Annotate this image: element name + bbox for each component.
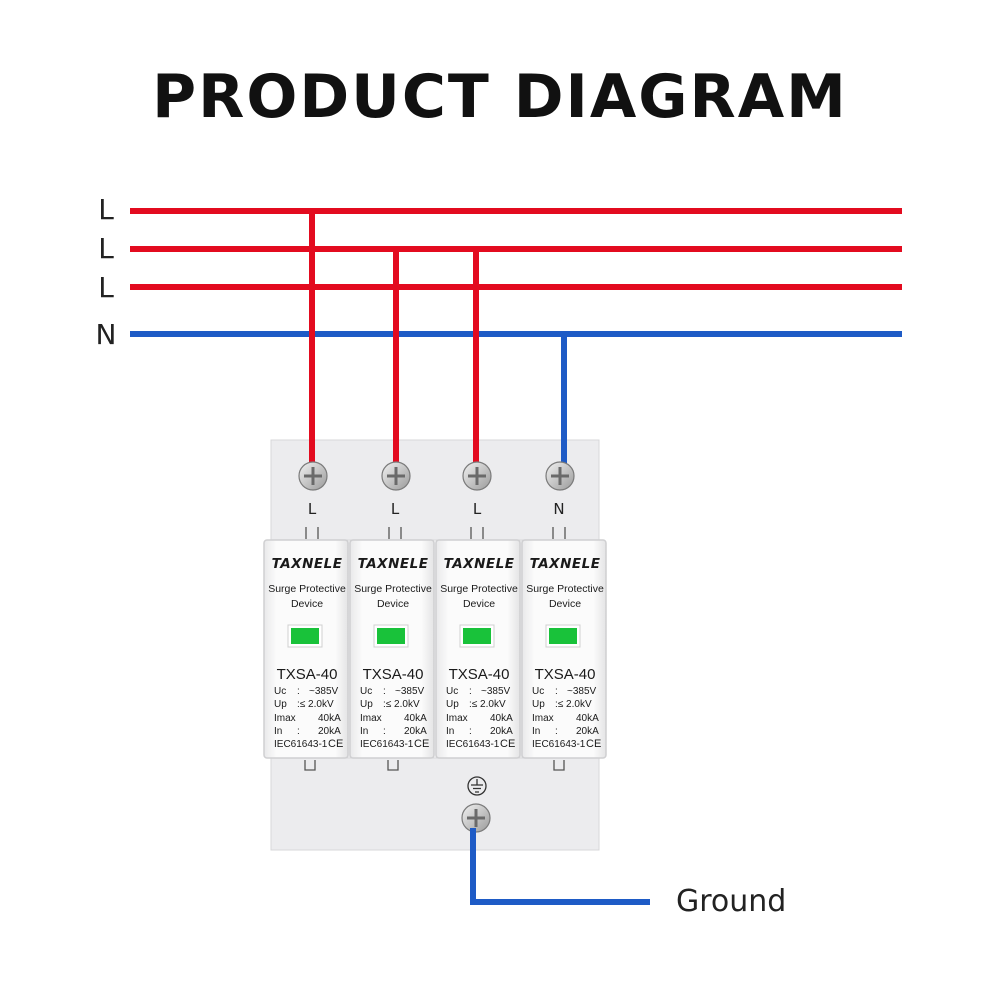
brand-logo: TAXNELE — [529, 556, 601, 572]
ce-mark: CE — [500, 738, 516, 750]
spec-uc-sep: : — [469, 686, 472, 697]
spec-uc-sep: : — [383, 686, 386, 697]
terminal-screw-n — [545, 461, 575, 491]
spec-in-label: In — [360, 726, 369, 737]
spec-in-sep: : — [297, 726, 300, 737]
spec-uc-value: ~385V — [309, 686, 339, 697]
spec-up-value: :≤ 2.0kV — [297, 699, 334, 710]
spec-in-sep: : — [383, 726, 386, 737]
spec-uc-label: Uc — [274, 686, 287, 697]
spec-uc-value: ~385V — [567, 686, 597, 697]
line-label-l2: L — [98, 232, 114, 265]
line-label-l1: L — [98, 193, 114, 226]
spec-imax-value: 40kA — [318, 713, 341, 724]
terminal-screw-l1 — [298, 461, 328, 491]
spec-uc-label: Uc — [446, 686, 459, 697]
terminal-label-l2: L — [390, 500, 400, 518]
spec-uc-label: Uc — [360, 686, 373, 697]
spec-up-value: :≤ 2.0kV — [469, 699, 506, 710]
model-number: TXSA-40 — [276, 666, 338, 683]
model-number: TXSA-40 — [448, 666, 510, 683]
spec-uc-sep: : — [297, 686, 300, 697]
spd-module-2 — [349, 539, 435, 759]
brand-logo: TAXNELE — [271, 556, 343, 572]
spec-uc-value: ~385V — [481, 686, 511, 697]
product-type: Device — [290, 598, 324, 610]
spec-in-sep: : — [555, 726, 558, 737]
status-indicator — [291, 628, 319, 644]
ce-mark: CE — [414, 738, 430, 750]
spec-up-label: Up — [274, 699, 287, 710]
product-name: Surge Protective — [526, 583, 604, 595]
spec-up-value: :≤ 2.0kV — [383, 699, 420, 710]
terminal-slots — [304, 527, 566, 771]
product-name: Surge Protective — [354, 583, 432, 595]
page-title: PRODUCT DIAGRAM — [152, 62, 848, 132]
ground-wire — [470, 828, 650, 905]
spec-standard: IEC61643-1 — [532, 739, 586, 750]
spec-standard: IEC61643-1 — [274, 739, 328, 750]
model-number: TXSA-40 — [362, 666, 424, 683]
terminal-screw-l3 — [462, 461, 492, 491]
brand-logo: TAXNELE — [443, 556, 515, 572]
spec-imax-value: 40kA — [576, 713, 599, 724]
spec-in-label: In — [274, 726, 283, 737]
brand-logo: TAXNELE — [357, 556, 429, 572]
ce-mark: CE — [586, 738, 602, 750]
spec-standard: IEC61643-1 — [446, 739, 500, 750]
ground-terminal-screw — [461, 803, 491, 833]
spec-up-label: Up — [446, 699, 459, 710]
terminal-label-l3: L — [472, 500, 482, 518]
terminal-label-l1: L — [307, 500, 317, 518]
spec-in-value: 20kA — [404, 726, 427, 737]
spd-module-4 — [521, 539, 607, 759]
spec-in-label: In — [532, 726, 541, 737]
line-label-n: N — [95, 318, 117, 351]
line-label-l3: L — [98, 271, 114, 304]
product-name: Surge Protective — [268, 583, 346, 595]
ce-mark: CE — [328, 738, 344, 750]
spec-imax-label: Imax — [274, 713, 296, 724]
terminal-label-n: N — [553, 500, 565, 518]
spec-in-label: In — [446, 726, 455, 737]
product-type: Device — [376, 598, 410, 610]
spec-imax-value: 40kA — [404, 713, 427, 724]
status-indicator — [463, 628, 491, 644]
spec-up-label: Up — [532, 699, 545, 710]
ground-label: Ground — [676, 884, 787, 919]
terminal-screw-l2 — [381, 461, 411, 491]
spec-imax-label: Imax — [446, 713, 468, 724]
spec-uc-label: Uc — [532, 686, 545, 697]
spec-up-label: Up — [360, 699, 373, 710]
earth-ground-icon — [467, 776, 487, 796]
spec-in-value: 20kA — [490, 726, 513, 737]
status-indicator — [377, 628, 405, 644]
spd-module-3 — [435, 539, 521, 759]
spec-imax-value: 40kA — [490, 713, 513, 724]
spec-in-sep: : — [469, 726, 472, 737]
spec-standard: IEC61643-1 — [360, 739, 414, 750]
product-type: Device — [548, 598, 582, 610]
product-name: Surge Protective — [440, 583, 518, 595]
spec-uc-value: ~385V — [395, 686, 425, 697]
model-number: TXSA-40 — [534, 666, 596, 683]
spec-uc-sep: : — [555, 686, 558, 697]
spec-in-value: 20kA — [318, 726, 341, 737]
spec-up-value: :≤ 2.0kV — [555, 699, 592, 710]
spec-in-value: 20kA — [576, 726, 599, 737]
spec-imax-label: Imax — [532, 713, 554, 724]
product-type: Device — [462, 598, 496, 610]
spd-module-1 — [263, 539, 349, 759]
spec-imax-label: Imax — [360, 713, 382, 724]
status-indicator — [549, 628, 577, 644]
